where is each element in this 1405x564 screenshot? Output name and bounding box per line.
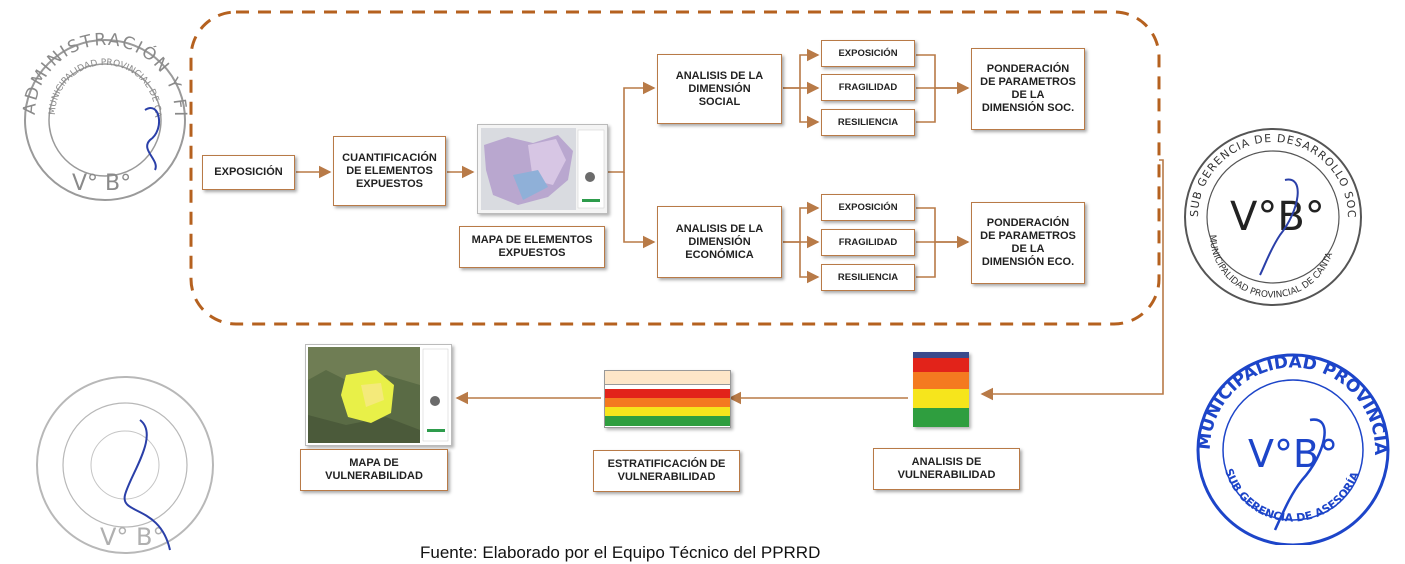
stamp-desarrollo-social: SUB GERENCIA DE DESARROLLO SOCIAL MUNICI… [1180,125,1362,306]
process-group-border [189,10,1161,326]
dimension-social-box: ANALISIS DE LA DIMENSIÓN SOCIAL [657,54,782,124]
analisis-vulnerabilidad-box: ANALISIS DE VULNERABILIDAD [873,448,1020,490]
social-fragilidad-box: FRAGILIDAD [821,74,915,101]
ponderacion-economica-box: PONDERACIÓN DE PARAMETROS DE LA DIMENSIÓ… [971,202,1085,284]
source-caption: Fuente: Elaborado por el Equipo Técnico … [420,543,821,562]
social-resiliencia-box: RESILIENCIA [821,109,915,136]
economica-resiliencia-box: RESILIENCIA [821,264,915,291]
stamp-administracion: ADMINISTRACIÓN Y FINANZAS MUNICIPALIDAD … [10,20,190,201]
exposicion-box: EXPOSICIÓN [202,155,295,190]
stamp-transito-vobo: V° B° [100,523,165,551]
ponderacion-social-box: PONDERACIÓN DE PARAMETROS DE LA DIMENSIÓ… [971,48,1085,130]
mapa-vulnerabilidad-thumbnail [305,344,452,446]
stamp-asesoria-juridica: MUNICIPALIDAD PROVINCIAL DE CANTA SUB GE… [1190,345,1390,545]
mapa-elementos-thumbnail [477,124,608,214]
economica-exposicion-box: EXPOSICIÓN [821,194,915,221]
stamp-social-vobo: V°B° [1230,194,1325,240]
economica-fragilidad-box: FRAGILIDAD [821,229,915,256]
estratificacion-table-thumbnail [604,370,731,428]
estratificacion-box: ESTRATIFICACIÓN DE VULNERABILIDAD [593,450,740,492]
vulnerability-scale-thumbnail [913,352,969,427]
svg-text:ADMINISTRACIÓN Y FINANZAS: ADMINISTRACIÓN Y FINANZAS [10,20,190,118]
stamp-admin-vobo: V° B° [72,171,131,196]
stamp-admin-top: ADMINISTRACIÓN Y FINANZAS [10,20,188,118]
mapa-vulnerabilidad-box: MAPA DE VULNERABILIDAD [300,449,448,491]
social-exposicion-box: EXPOSICIÓN [821,40,915,67]
stamp-transito: V° B° [36,376,214,554]
mapa-elementos-box: MAPA DE ELEMENTOS EXPUESTOS [459,226,605,268]
cuantificacion-box: CUANTIFICACIÓN DE ELEMENTOS EXPUESTOS [333,136,446,206]
dimension-economica-box: ANALISIS DE LA DIMENSIÓN ECONÓMICA [657,206,782,278]
